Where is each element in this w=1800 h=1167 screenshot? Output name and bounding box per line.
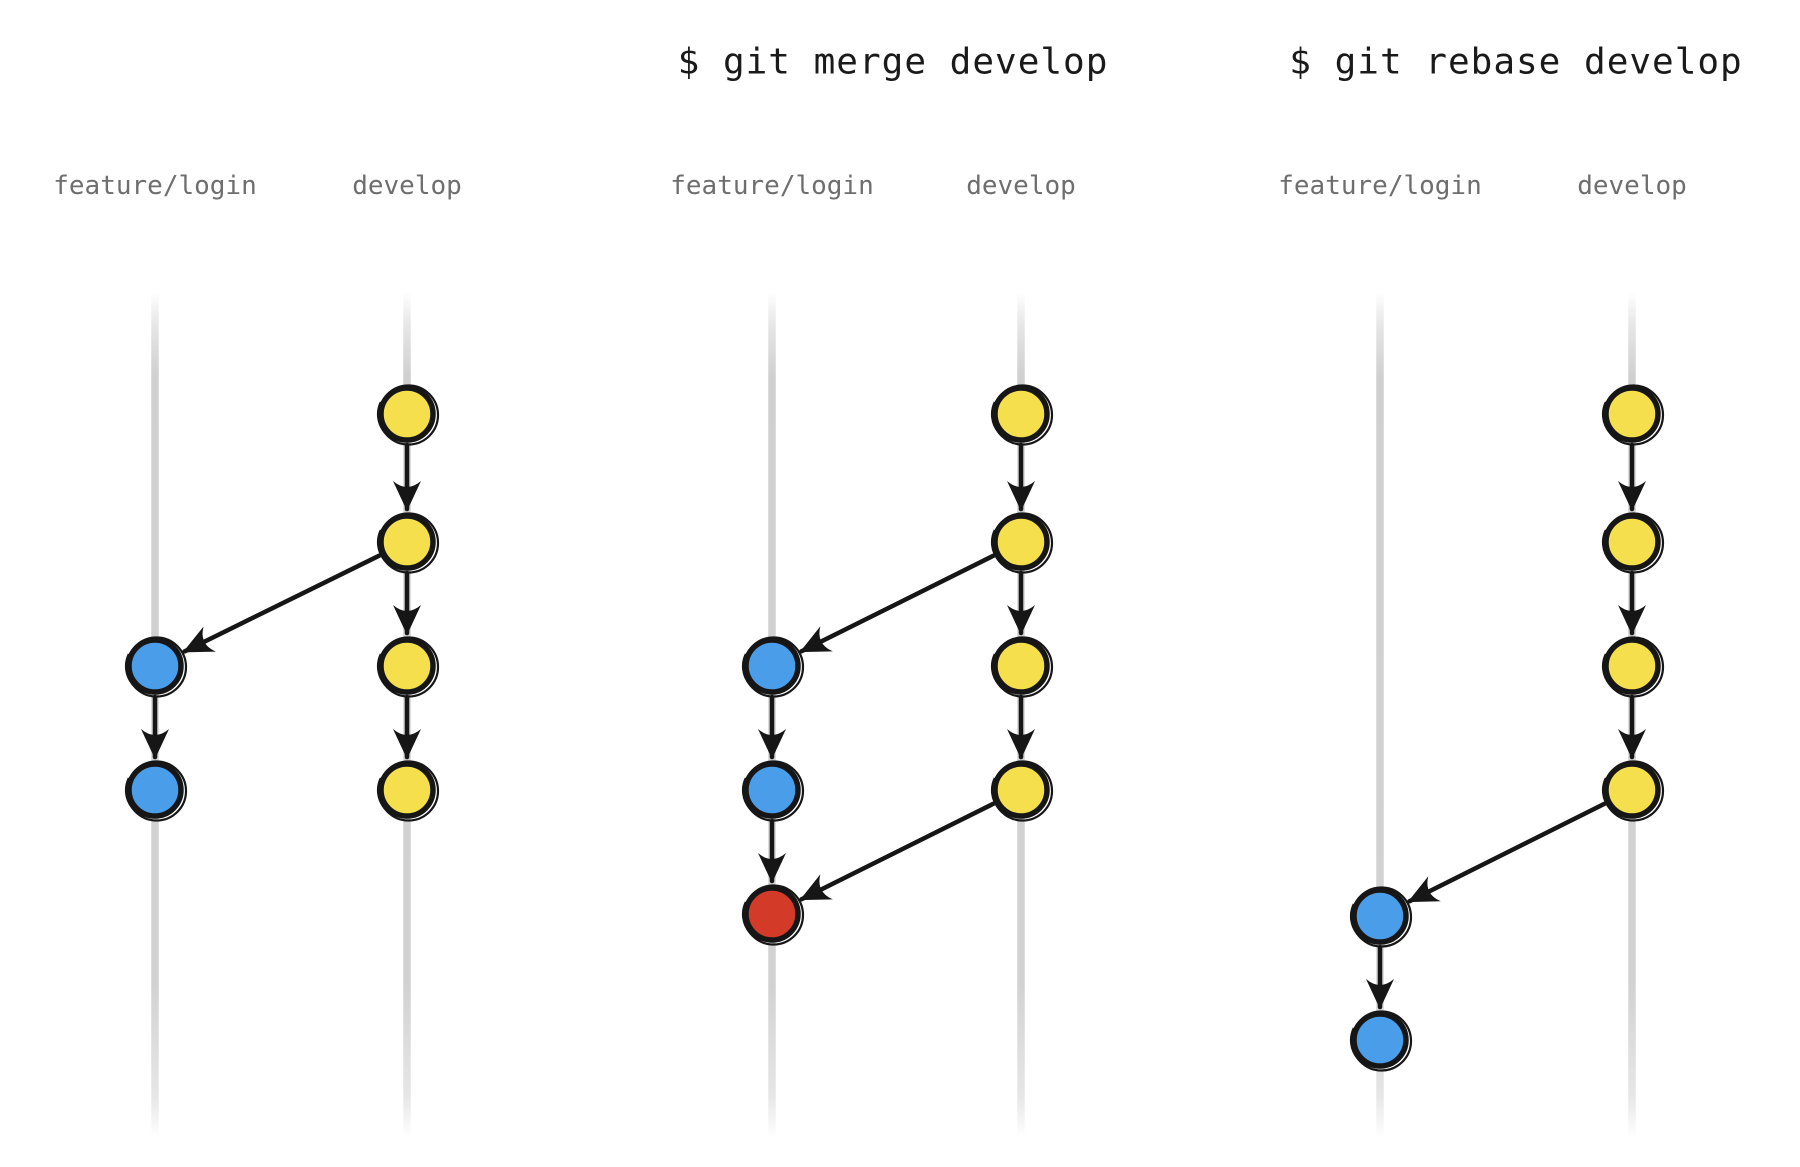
commit-node-yellow bbox=[990, 636, 1054, 698]
commit-node-yellow bbox=[990, 512, 1054, 574]
panel-title-merge: $ git merge develop bbox=[677, 41, 1109, 83]
commit-node-blue bbox=[741, 636, 805, 698]
commit-node-blue bbox=[741, 760, 805, 822]
commit-node-yellow bbox=[1601, 760, 1665, 822]
branch-label-develop: develop bbox=[966, 171, 1076, 201]
branch-label-develop: develop bbox=[1577, 171, 1687, 201]
commit-node-blue bbox=[124, 636, 188, 698]
panel-rebase bbox=[1349, 292, 1665, 1138]
panel-merge bbox=[741, 292, 1054, 1138]
commit-node-blue bbox=[1349, 886, 1413, 948]
commit-node-yellow bbox=[990, 760, 1054, 822]
panel-title-rebase: $ git rebase develop bbox=[1289, 41, 1743, 83]
edge-arrow bbox=[1407, 801, 1607, 904]
commit-node-yellow bbox=[376, 384, 440, 446]
commit-node-yellow bbox=[1601, 384, 1665, 446]
commit-node-yellow bbox=[376, 512, 440, 574]
edge-arrow bbox=[799, 553, 996, 654]
branch-label-develop: develop bbox=[352, 171, 462, 201]
commit-node-red bbox=[741, 884, 805, 946]
commit-node-yellow bbox=[376, 760, 440, 822]
commit-node-blue bbox=[124, 760, 188, 822]
branch-label-feature-login: feature/login bbox=[53, 171, 257, 201]
commit-node-yellow bbox=[376, 636, 440, 698]
branch-label-feature-login: feature/login bbox=[670, 171, 874, 201]
commit-node-yellow bbox=[990, 384, 1054, 446]
commit-node-yellow bbox=[1601, 512, 1665, 574]
edge-arrow bbox=[182, 553, 382, 654]
edge-arrow bbox=[799, 801, 996, 902]
commit-node-yellow bbox=[1601, 636, 1665, 698]
commit-node-blue bbox=[1349, 1010, 1413, 1072]
panel-initial-state bbox=[124, 292, 440, 1138]
branch-label-feature-login: feature/login bbox=[1278, 171, 1482, 201]
